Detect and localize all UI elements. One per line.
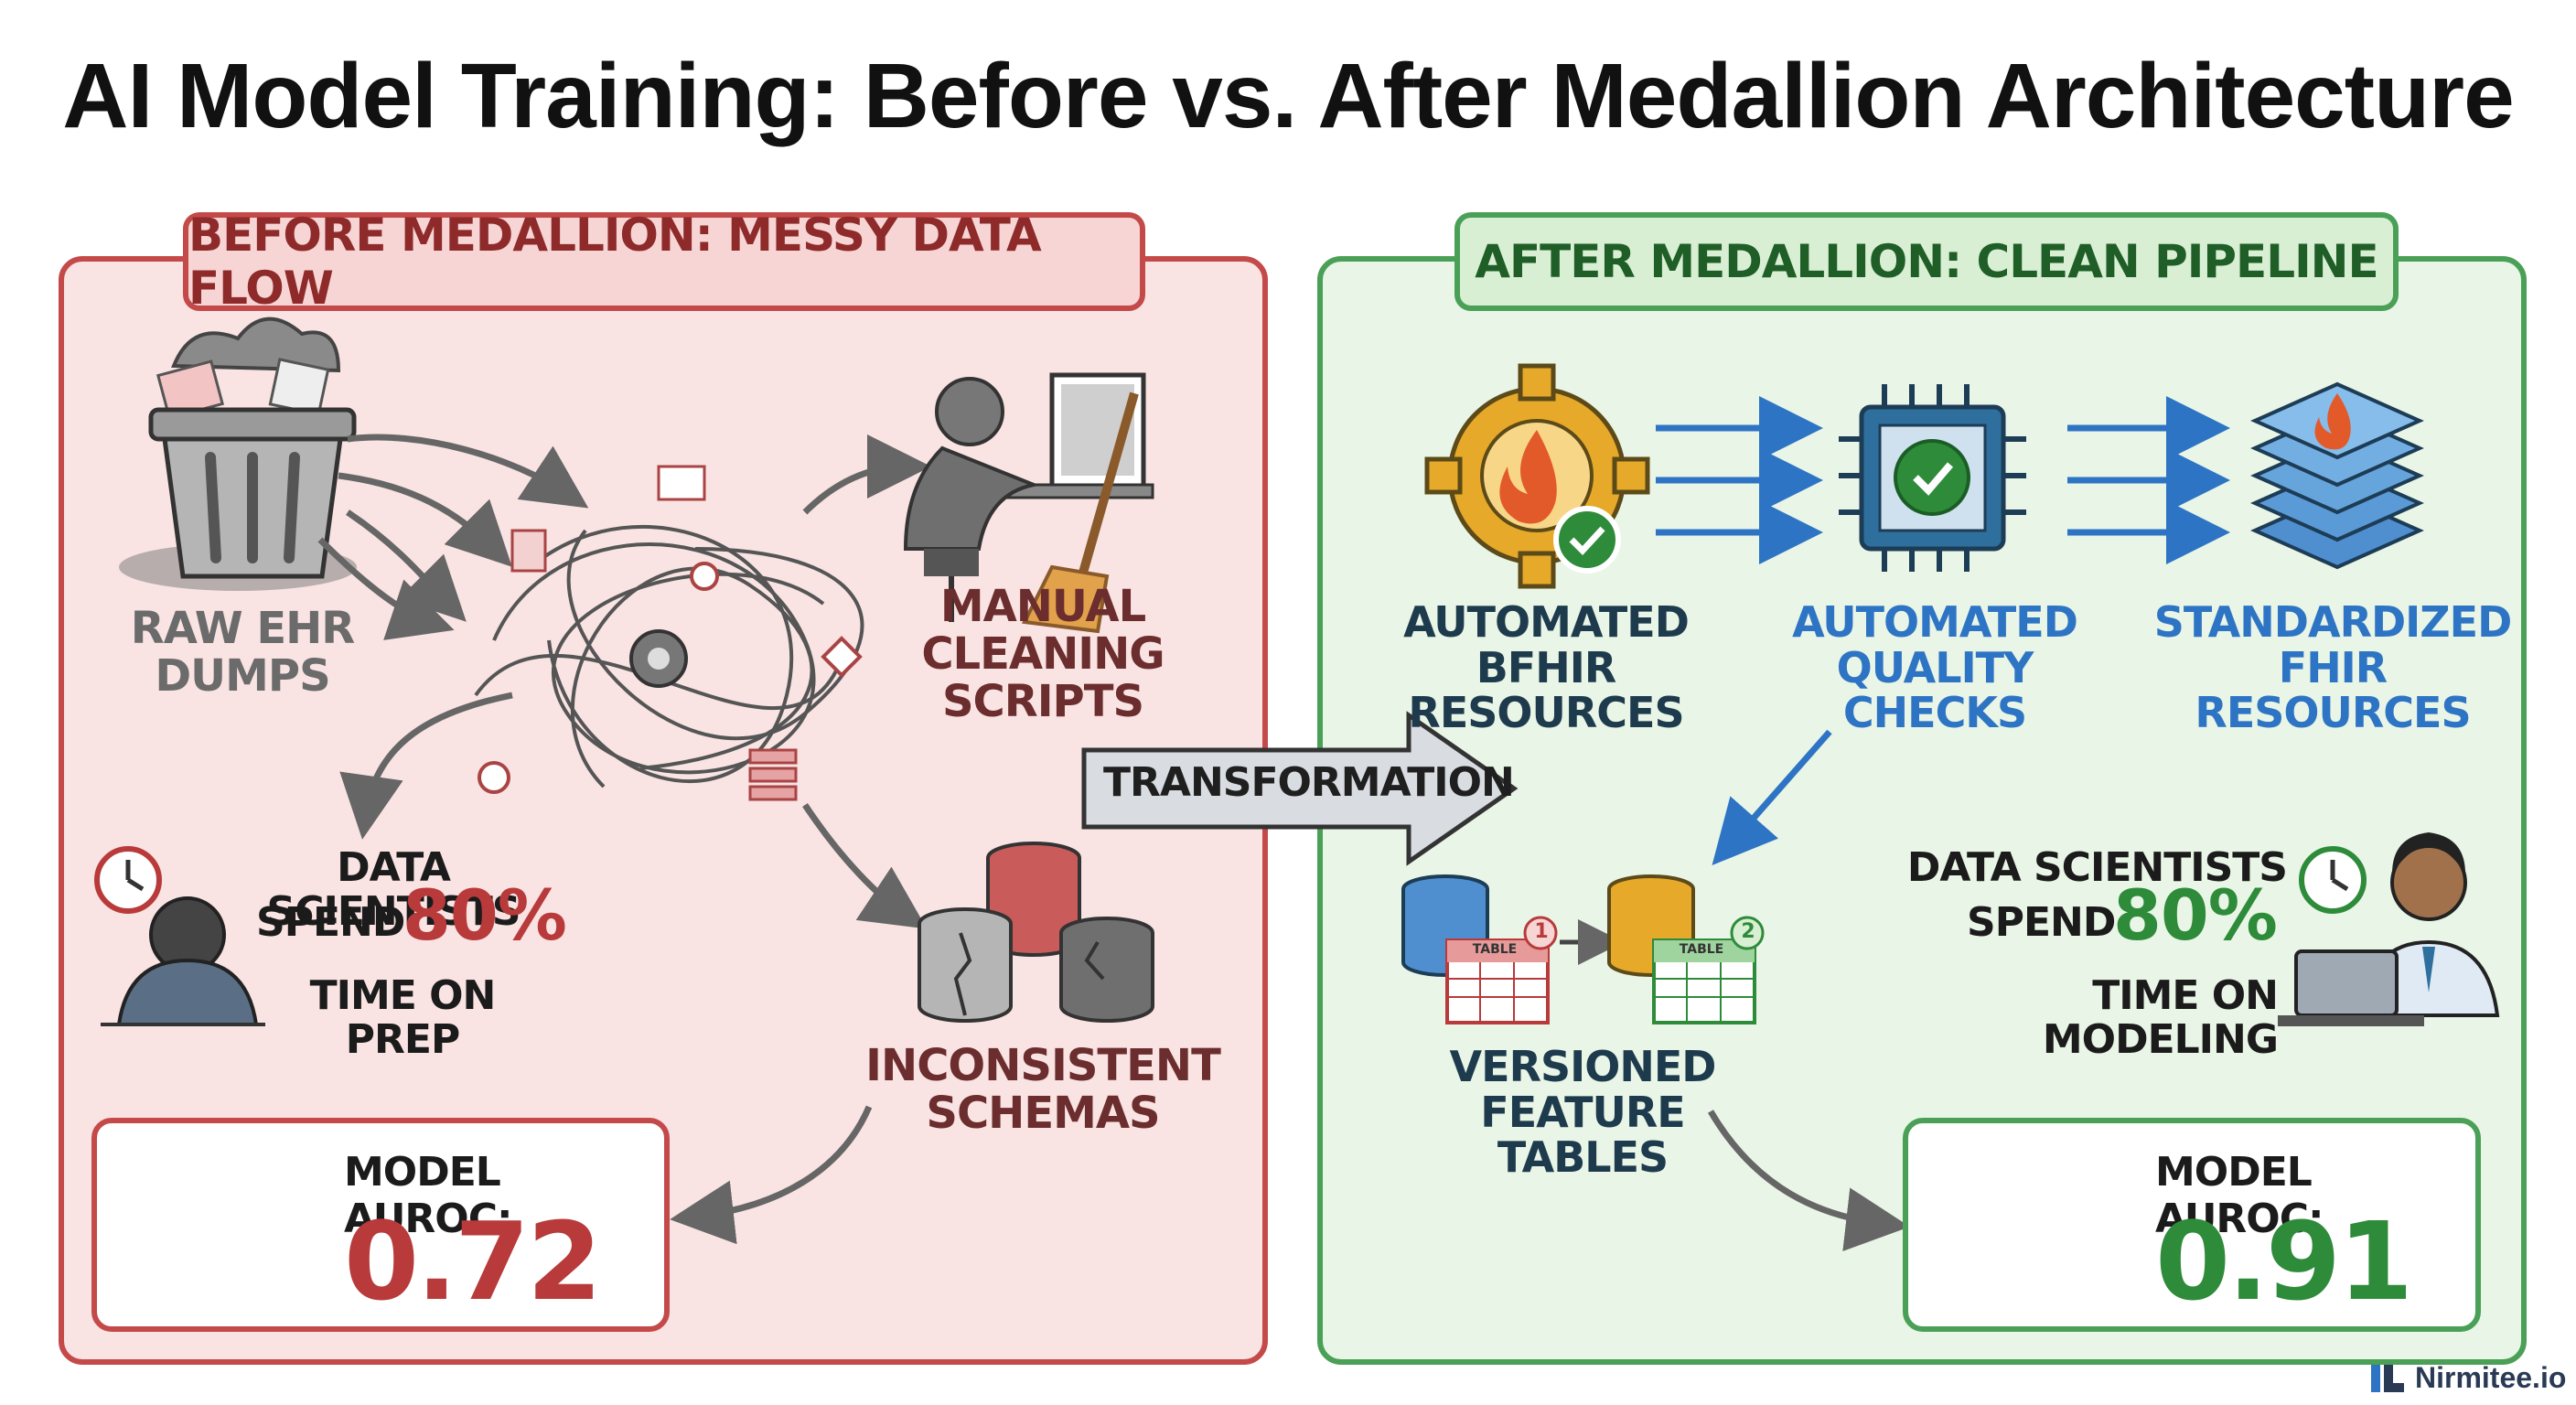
page-title: AI Model Training: Before vs. After Meda…: [62, 45, 2514, 147]
before-auroc-label: MODEL AUROC:: [344, 1149, 513, 1242]
stressed-worker-icon: [903, 372, 1154, 634]
gear-fire-icon: [1424, 363, 1650, 589]
transformation-arrow: [1081, 711, 1519, 866]
versioned-feature-tables-label: VERSIONED FEATURE TABLES: [1449, 1042, 1717, 1183]
after-spend-label: SPEND: [1967, 899, 2116, 946]
table-label-2: TABLE: [1679, 942, 1724, 957]
stressed-person-icon: [101, 896, 265, 1026]
laptop-icon: [2278, 949, 2424, 1026]
after-scientists-line1: DATA SCIENTISTS: [1906, 844, 2288, 891]
after-percent-value: 80%: [2113, 874, 2278, 956]
before-percent-value: 80%: [402, 874, 567, 956]
table-number-1: 1: [1534, 920, 1549, 943]
transformation-label: TRANSFORMATION: [1103, 759, 1515, 806]
raw-ehr-label: RAW EHR DUMPS: [130, 603, 356, 702]
after-auroc-box: MODEL AUROC: 0.91: [1903, 1118, 2481, 1332]
after-auroc-label: MODEL AUROC:: [2155, 1149, 2324, 1242]
before-scientists-line1: DATA SCIENTISTS: [266, 844, 521, 935]
automated-bfhir-label: AUTOMATED BFHIR RESOURCES: [1403, 597, 1690, 738]
clock-icon: [94, 846, 162, 914]
brand-logo[interactable]: Nirmitee.io: [2369, 1361, 2566, 1395]
inconsistent-schemas-label: INCONSISTENT SCHEMAS: [865, 1040, 1221, 1139]
versioned-arrow: [1707, 1110, 1910, 1251]
chip-check-icon: [1839, 384, 2026, 572]
trash-can-icon: [119, 316, 357, 591]
table-number-2: 2: [1741, 920, 1755, 943]
manual-cleaning-label: MANUAL CLEANING SCRIPTS: [921, 581, 1165, 727]
quality-checks-label: AUTOMATED QUALITY CHECKS: [1792, 597, 2078, 738]
database-table-icon: [1401, 874, 1765, 1024]
before-spend-label: SPEND: [256, 899, 405, 946]
pipeline-arrows: [1656, 396, 2230, 866]
standardized-fhir-label: STANDARDIZED FHIR RESOURCES: [2153, 597, 2513, 738]
after-auroc-value: 0.91: [2155, 1198, 2413, 1325]
after-scientists-line3: TIME ON MODELING: [2042, 972, 2279, 1063]
after-banner: AFTER MEDALLION: CLEAN PIPELINE: [1454, 212, 2399, 311]
stacked-layers-icon: [2250, 381, 2424, 570]
table-label-1: TABLE: [1472, 942, 1518, 957]
before-auroc-box: MODEL AUROC: 0.72: [91, 1118, 670, 1332]
logo-text: Nirmitee.io: [2415, 1361, 2567, 1394]
before-auroc-value: 0.72: [344, 1198, 602, 1325]
nirmitee-logo-icon: [2371, 1364, 2404, 1392]
before-banner: BEFORE MEDALLION: MESSY DATA FLOW: [183, 209, 1145, 315]
tangled-lines-icon: [474, 465, 864, 801]
before-scientists-line3: TIME ON PREP: [309, 972, 497, 1063]
broken-database-icon: [918, 842, 1154, 1023]
chaos-arrows: [317, 434, 931, 1245]
